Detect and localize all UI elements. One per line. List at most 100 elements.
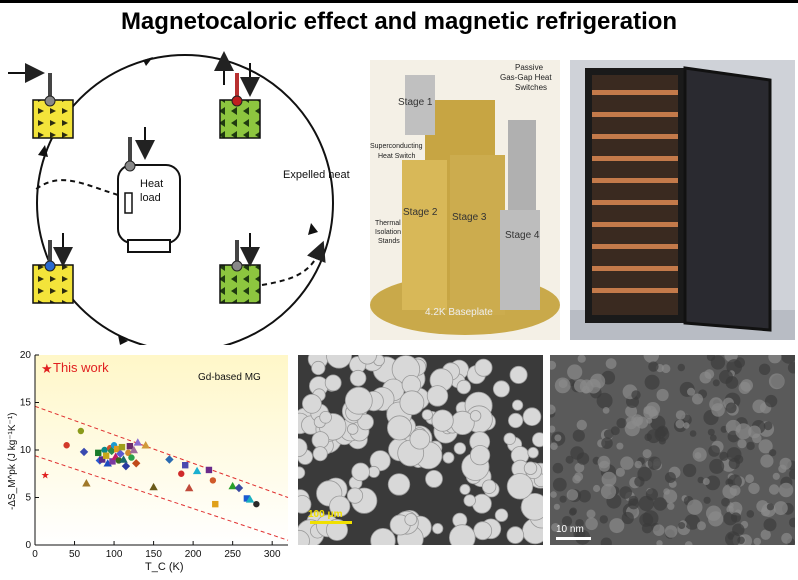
data-point [165,455,174,464]
data-point [192,466,202,475]
tem-grain [683,422,690,429]
tem-grain [550,442,558,450]
tem-scalebar-label: 10 nm [556,524,584,535]
tem-grain [609,518,625,534]
sphere [311,360,326,376]
adr-stage1: Stage 1 [398,97,433,108]
data-point [178,470,185,477]
tem-grain [572,474,581,484]
tem-grain [646,429,661,444]
tem-grain [653,497,667,511]
data-point [119,455,128,463]
sphere [312,446,328,462]
sphere [512,399,524,411]
tem-grain [768,484,780,495]
data-point [114,445,121,453]
tem-grain [664,472,676,483]
sphere [311,431,330,449]
tem-grain [675,419,685,429]
sphere [324,374,342,392]
adr-supercond: Superconducting [370,143,423,150]
x-tick-label: 250 [224,549,241,560]
block-bottom-right [219,233,261,304]
y-axis-label: -ΔS_M^pk (J kg⁻¹K⁻¹) [7,413,18,511]
tem-grain [577,354,586,363]
tem-grain [778,482,794,498]
tem-grain [566,489,579,501]
data-point [205,466,213,474]
tem-grain [634,460,642,469]
data-point [141,441,150,449]
cycle-arrow-top [143,57,153,66]
tem-grain [769,449,777,457]
tem-grain [605,358,617,369]
data-point [109,458,116,465]
tem-grain [729,485,741,496]
tem-grain [548,425,556,433]
tem-grain [601,437,613,449]
data-point [102,452,110,459]
adr-thermal: Thermal [375,220,401,227]
expelled-heat-path [261,240,326,286]
sem-scalebar-line [310,521,352,524]
tem-grain [687,499,703,515]
tem-grain [760,454,774,468]
sphere [325,518,349,541]
data-points: ★ [41,427,260,508]
x-tick-label: 150 [145,549,162,560]
data-point [253,500,260,508]
tem-grain [758,439,773,454]
x-tick-label: 200 [185,549,202,560]
adr-switches: Switches [515,83,547,92]
data-point [118,443,126,451]
band-lines [34,405,289,541]
tem-grain [625,405,638,418]
this-work-point: ★ [41,471,50,482]
sphere [387,415,413,441]
tem-grain [569,508,577,516]
tem-grain [763,518,777,532]
sphere [426,385,449,407]
tem-grain [675,410,686,420]
tem-grain [766,503,774,511]
tem-grain [711,403,725,417]
heat-load-label-2: load [140,192,161,204]
tem-grain [648,361,659,372]
y-tick-label: 15 [20,398,32,409]
sphere [523,461,538,475]
tem-grain [735,423,752,440]
legend-label: This work [53,360,109,375]
tem-grain [760,529,771,540]
tem-grain [746,441,755,451]
data-point [95,449,102,457]
heat-load-tank: Heat load [117,127,181,253]
data-point [245,495,255,503]
tem-grain [593,484,601,493]
sphere [357,413,374,431]
cycle-ring [36,54,334,352]
adr-stage2: Stage 2 [403,207,438,218]
sphere [387,473,411,496]
tem-grain [664,525,678,538]
tem-grain [646,417,653,424]
sphere [459,483,471,495]
sphere [470,445,491,466]
tem-grain [552,462,564,474]
sphere [432,523,444,535]
tem-grain [667,502,675,510]
data-point [99,456,106,463]
sphere [456,379,472,395]
y-tick-label: 10 [20,445,32,456]
tem-grain [575,519,584,528]
data-point [209,477,217,484]
tem-grain [559,495,567,503]
sphere [469,410,482,422]
tem-grain [712,379,720,387]
tem-grain [620,456,634,470]
tem-grain [772,472,780,480]
tem-grain [687,387,695,396]
data-point [128,454,135,461]
tem-grain [719,369,733,384]
sphere [409,428,431,450]
